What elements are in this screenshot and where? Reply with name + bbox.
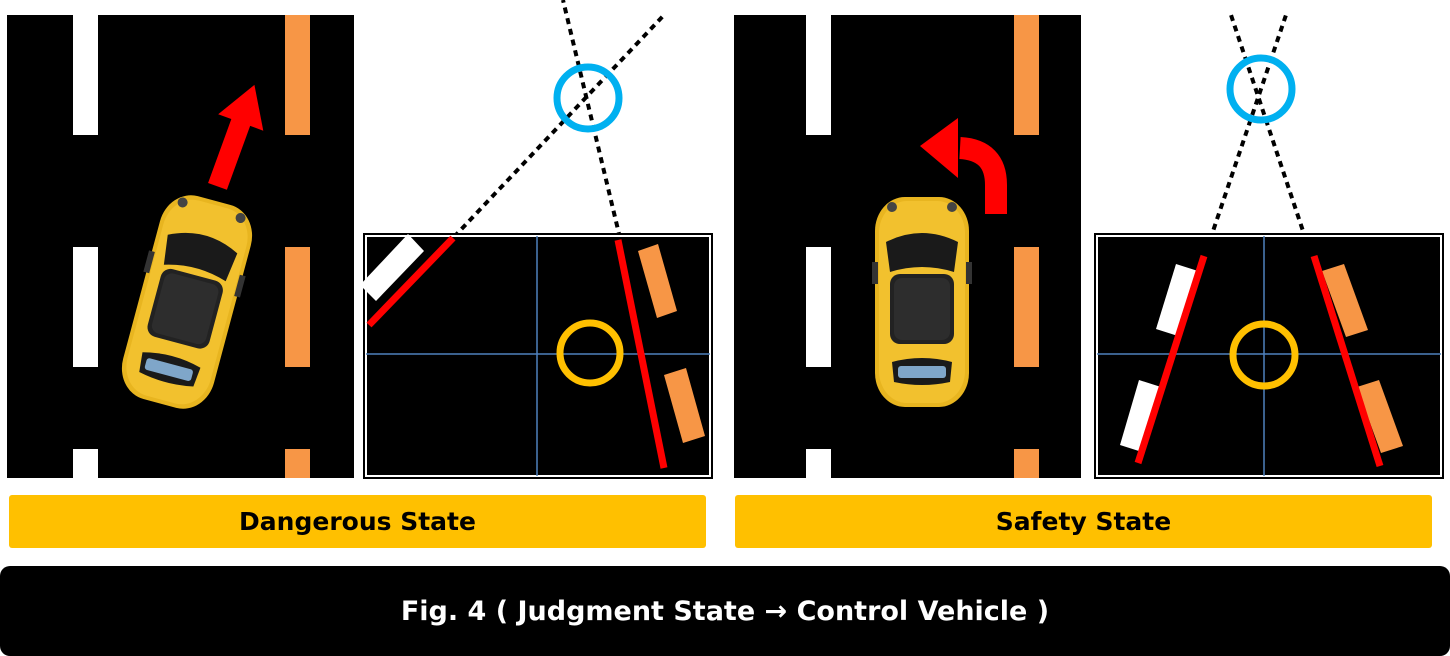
dangerous-state-label: Dangerous State bbox=[9, 495, 706, 548]
right-orange-lane-dash bbox=[1014, 15, 1039, 135]
detected-left-line bbox=[366, 235, 456, 328]
right-white-lane-dash bbox=[806, 247, 831, 367]
vanishing-point-circle bbox=[553, 63, 623, 133]
right-white-lane-dash bbox=[806, 15, 831, 135]
left-camera-view bbox=[360, 0, 713, 479]
detected-orange-lane bbox=[1322, 264, 1368, 337]
detected-white-lane bbox=[1120, 380, 1161, 452]
left-white-lane-dash bbox=[73, 247, 98, 367]
arrow-turn-left-icon bbox=[920, 118, 1007, 214]
arrow-up-right-icon bbox=[208, 84, 264, 190]
detected-orange-lane bbox=[664, 368, 705, 443]
camera-frame-border bbox=[1096, 235, 1442, 477]
safety-state-label: Safety State bbox=[735, 495, 1432, 548]
right-orange-lane-dash bbox=[1014, 247, 1039, 367]
detected-orange-lane bbox=[1357, 380, 1403, 453]
car-top-view-icon bbox=[872, 197, 972, 407]
right-projection-line bbox=[561, 0, 622, 239]
detected-white-lane bbox=[360, 234, 424, 301]
left-projection-line bbox=[1208, 11, 1289, 241]
camera-frame-border bbox=[365, 235, 711, 477]
left-orange-lane-dash bbox=[285, 15, 310, 135]
right-orange-lane-dash bbox=[1014, 449, 1039, 478]
detected-left-line bbox=[1134, 254, 1208, 465]
vehicle-center-circle bbox=[556, 319, 624, 387]
detected-right-line bbox=[614, 239, 668, 469]
vehicle-center-circle bbox=[1229, 320, 1299, 390]
detected-orange-lane bbox=[638, 244, 677, 318]
right-road-scene bbox=[734, 15, 1081, 478]
figure-caption: Fig. 4 ( Judgment State → Control Vehicl… bbox=[0, 566, 1450, 656]
right-camera-view bbox=[1094, 11, 1444, 479]
left-orange-lane-dash bbox=[285, 449, 310, 478]
detected-white-lane bbox=[1156, 264, 1198, 336]
vanishing-point-circle bbox=[1226, 54, 1296, 124]
detected-right-line bbox=[1310, 254, 1384, 468]
left-orange-lane-dash bbox=[285, 247, 310, 367]
left-white-lane-dash bbox=[73, 449, 98, 478]
left-road-scene bbox=[7, 15, 354, 478]
right-projection-line bbox=[1228, 11, 1308, 241]
figure-caption-text: Fig. 4 ( Judgment State → Control Vehicl… bbox=[400, 595, 1050, 627]
left-white-lane-dash bbox=[73, 15, 98, 135]
left-projection-line bbox=[452, 13, 666, 239]
right-white-lane-dash bbox=[806, 449, 831, 478]
